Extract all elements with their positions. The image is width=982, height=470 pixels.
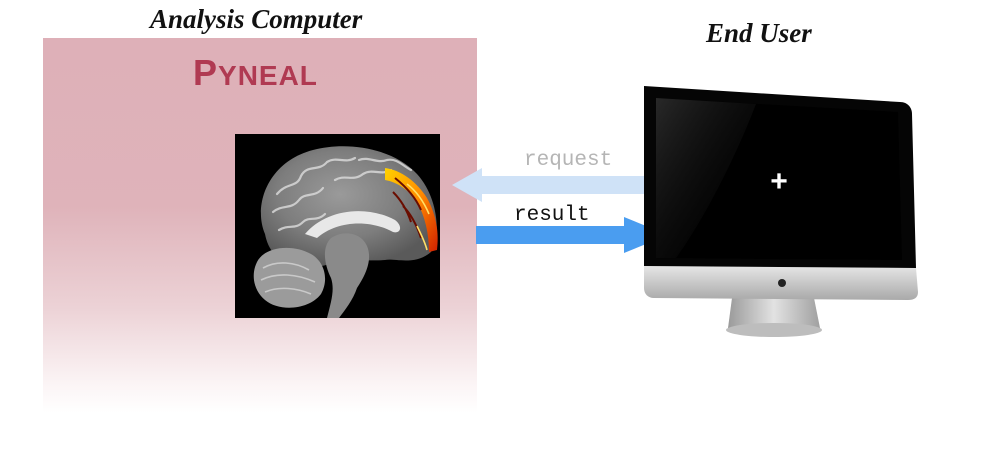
pyneal-label-rest: YNEAL <box>218 60 318 91</box>
result-arrow <box>476 217 668 253</box>
end-user-title: End User <box>706 18 812 48</box>
pyneal-label: PYNEAL <box>193 52 318 94</box>
analysis-computer-title: Analysis Computer <box>150 4 363 34</box>
brain-scan-icon <box>235 134 440 318</box>
pyneal-label-initial: P <box>193 52 219 93</box>
fixation-cross: + <box>770 165 788 198</box>
request-arrow <box>452 168 646 202</box>
monitor-icon: + <box>644 86 918 337</box>
result-label: result <box>514 204 590 227</box>
request-label: request <box>524 149 613 172</box>
